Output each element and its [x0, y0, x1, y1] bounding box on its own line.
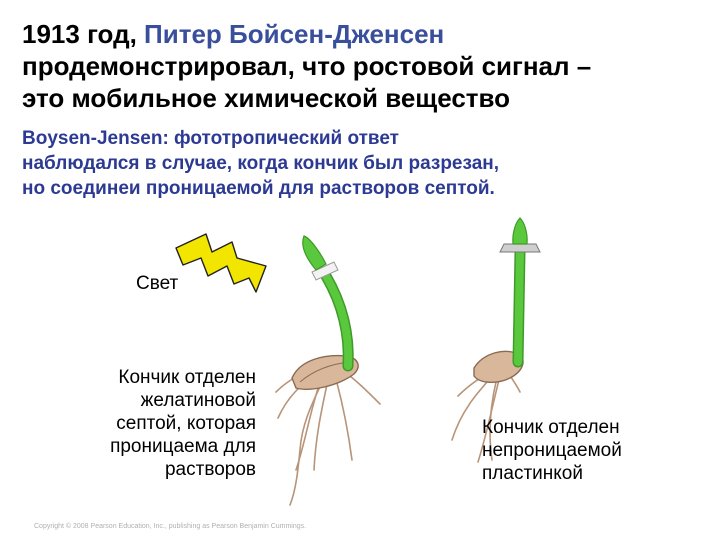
- heading-name: Питер Бойсен-Дженсен: [144, 19, 445, 49]
- subtitle-line-1: Boysen-Jensen: фототропический ответ: [22, 128, 399, 149]
- plate-label-line: пластинкой: [482, 463, 583, 484]
- left-tip: [302, 235, 327, 271]
- copyright-notice: Copyright © 2008 Pearson Education, Inc.…: [34, 523, 307, 530]
- left-roots: [275, 367, 381, 506]
- subtitle-line-3: но соединеи проницаемой для растворов се…: [22, 178, 495, 199]
- left-shoot-fill: [322, 272, 353, 370]
- light-bolt-icon: [175, 233, 267, 293]
- slide-subtitle: Boysen-Jensen: фототропический ответ наб…: [22, 126, 712, 201]
- light-label: Свет: [136, 273, 179, 294]
- heading-line-3: это мобильное химической вещество: [22, 83, 511, 113]
- gelatin-label-line: Кончик отделен: [118, 367, 256, 388]
- plate-label-line: непроницаемой: [482, 440, 622, 461]
- gelatin-label-line: растворов: [164, 459, 256, 480]
- subtitle-line-2: наблюдался в случае, когда кончик был ра…: [22, 153, 500, 174]
- right-seed: [473, 350, 524, 383]
- right-tip: [512, 217, 528, 245]
- right-shoot-fill: [514, 248, 524, 366]
- gelatin-label-line: проницаема для: [110, 436, 256, 457]
- impermeable-plate: [499, 243, 541, 253]
- heading-line-1: 1913 год, Питер Бойсен-Дженсен: [22, 18, 712, 50]
- slide-heading: 1913 год, Питер Бойсен-Дженсен продемонс…: [22, 18, 712, 114]
- impermeable-plate-label: Кончик отделен непроницаемой пластинкой: [482, 416, 682, 485]
- heading-line-2: продемонстрировал, что ростовой сигнал –: [22, 51, 592, 81]
- left-seed: [291, 354, 359, 390]
- gelatin-label-line: желатиновой: [140, 390, 256, 411]
- gelatin-septum-label: Кончик отделен желатиновой септой, котор…: [46, 366, 256, 481]
- heading-year: 1913 год,: [22, 19, 145, 49]
- gelatin-septum: [311, 261, 339, 281]
- plate-label-line: Кончик отделен: [482, 417, 620, 438]
- gelatin-label-line: септой, которая: [116, 413, 256, 434]
